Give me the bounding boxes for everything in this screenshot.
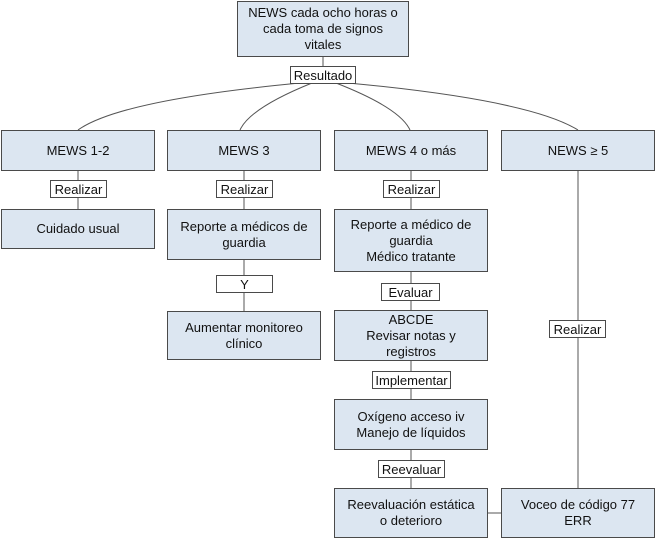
label-realizar-col1: Realizar (50, 180, 107, 198)
label-reevaluar: Reevaluar (378, 460, 445, 478)
label-realizar-col2: Realizar (216, 180, 273, 198)
box-oxigeno-liquidos: Oxígeno acceso iv Manejo de líquidos (334, 399, 488, 450)
header-mews-1-2: MEWS 1-2 (1, 130, 155, 171)
top-box: NEWS cada ocho horas o cada toma de sign… (237, 1, 409, 57)
box-reporte-medicos-guardia: Reporte a médicos de guardia (167, 209, 321, 260)
box-aumentar-monitoreo: Aumentar monitoreo clínico (167, 311, 321, 360)
header-mews-4-o-mas: MEWS 4 o más (334, 130, 488, 171)
label-evaluar: Evaluar (381, 283, 440, 301)
label-realizar-col3: Realizar (383, 180, 440, 198)
result-label: Resultado (290, 66, 356, 84)
header-mews-3: MEWS 3 (167, 130, 321, 171)
box-cuidado-usual: Cuidado usual (1, 209, 155, 249)
box-reporte-medico-tratante: Reporte a médico de guardia Médico trata… (334, 209, 488, 272)
label-implementar: Implementar (372, 371, 451, 389)
header-news-5: NEWS ≥ 5 (501, 130, 655, 171)
label-realizar-col4: Realizar (549, 320, 606, 338)
box-voceo-codigo-77: Voceo de código 77 ERR (501, 488, 655, 538)
label-y: Y (216, 275, 273, 293)
box-reevaluacion: Reevaluación estática o deterioro (334, 488, 488, 538)
box-abcde: ABCDE Revisar notas y registros (334, 310, 488, 361)
